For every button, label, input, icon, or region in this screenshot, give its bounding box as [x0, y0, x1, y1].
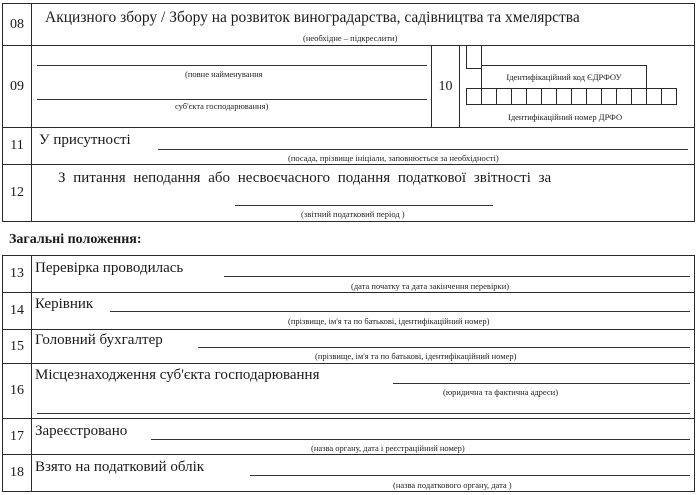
presence-caption: (посада, прізвище ініціали, заповнюється… [288, 153, 499, 163]
row-17: 17 Зареєстровано (назва органу, дата і р… [2, 418, 695, 455]
tax-registration-line[interactable] [250, 475, 690, 476]
location-caption: (юридична та фактична адреси) [443, 387, 559, 397]
presence-line[interactable] [158, 149, 688, 150]
reporting-period-caption: (звітний податковий період ) [301, 209, 405, 219]
code-cell[interactable] [556, 88, 572, 105]
row-10-number-cell: 10 [431, 46, 460, 127]
code-cell[interactable] [661, 88, 677, 105]
excise-note: (необхідне – підкреслити) [303, 33, 398, 43]
row-15: 15 Головний бухгалтер (прізвище, ім'я та… [2, 329, 695, 364]
code-cell[interactable] [496, 88, 512, 105]
code-cell[interactable] [616, 88, 632, 105]
code-cell[interactable] [541, 88, 557, 105]
entity-caption: суб'єкта господарювання) [175, 101, 269, 111]
row-08: 08 Акцизного збору / Збору на розвиток в… [2, 3, 695, 46]
section-title: Загальні положення: [9, 232, 142, 247]
drfo-cells[interactable] [466, 88, 677, 105]
director-label: Керівник [35, 296, 94, 312]
excise-title: Акцизного збору / Збору на розвиток вино… [45, 9, 580, 26]
presence-label: У присутності [39, 132, 131, 148]
location-line-2[interactable] [37, 413, 690, 414]
drfo-label: Ідентифікаційний номер ДРФО [508, 112, 623, 122]
code-cell[interactable] [526, 88, 542, 105]
row-number: 12 [3, 165, 32, 221]
row-number: 08 [3, 4, 32, 45]
inspection-caption: (дата початку та дата закінчення перевір… [351, 281, 510, 291]
row-number: 11 [3, 128, 32, 164]
code-cell[interactable] [481, 88, 497, 105]
row-number: 17 [3, 419, 32, 454]
tax-registration-label: Взято на податковий облік [35, 459, 205, 475]
row-18: 18 Взято на податковий облік (назва пода… [2, 454, 695, 492]
registered-caption: (назва органу, дата і реєстраційний номе… [311, 443, 465, 453]
accountant-line[interactable] [198, 347, 690, 348]
row-number: 14 [3, 293, 32, 329]
row-number: 15 [3, 330, 32, 363]
row-number: 10 [438, 78, 453, 94]
code-cell[interactable] [511, 88, 527, 105]
inspection-line[interactable] [224, 276, 690, 277]
row-11: 11 У присутності (посада, прізвище ініці… [2, 127, 695, 165]
full-name-caption: (повне найменування [185, 69, 263, 79]
row-number: 18 [3, 455, 32, 491]
row-16: 16 Місцезнаходження суб'єкта господарюва… [2, 363, 695, 419]
registered-label: Зареєстровано [35, 423, 128, 439]
entity-line[interactable] [37, 99, 427, 100]
accountant-label: Головний бухгалтер [35, 332, 163, 348]
row-09-10: 09 (повне найменування суб'єкта господар… [2, 45, 695, 128]
code-cell[interactable] [631, 88, 647, 105]
reporting-period-line[interactable] [235, 205, 493, 206]
row-number: 13 [3, 256, 32, 292]
location-label: Місцезнаходження суб'єкта господарювання [35, 367, 320, 383]
row-number: 16 [3, 364, 32, 418]
row-14: 14 Керівник (прізвище, ім'я та по батько… [2, 292, 695, 330]
edrpou-label: Ідентифікаційний код ЄДРФОУ [506, 72, 622, 82]
registered-line[interactable] [151, 439, 690, 440]
accountant-caption: (прізвище, ім'я та по батькові, ідентифі… [315, 351, 517, 361]
director-caption: (прізвище, ім'я та по батькові, ідентифі… [288, 316, 490, 326]
edrpou-box: Ідентифікаційний код ЄДРФОУ [481, 65, 647, 89]
code-cell[interactable] [586, 88, 602, 105]
location-line-1[interactable] [393, 383, 690, 384]
row-12: 12 З питання неподання або несвоєчасного… [2, 164, 695, 222]
code-cell[interactable] [571, 88, 587, 105]
full-name-line[interactable] [37, 65, 427, 66]
inspection-label: Перевірка проводилась [35, 260, 184, 276]
row-13: 13 Перевірка проводилась (дата початку т… [2, 255, 695, 293]
tax-registration-caption: (назва податкового органу, дата ) [393, 480, 512, 490]
code-cell[interactable] [466, 45, 482, 69]
edrpou-cells[interactable] [466, 45, 482, 69]
code-cell[interactable] [646, 88, 662, 105]
code-cell[interactable] [466, 88, 482, 105]
director-line[interactable] [110, 311, 690, 312]
reporting-label: З питання неподання або несвоєчасного по… [58, 170, 552, 186]
code-cell[interactable] [601, 88, 617, 105]
row-number: 09 [3, 46, 32, 127]
